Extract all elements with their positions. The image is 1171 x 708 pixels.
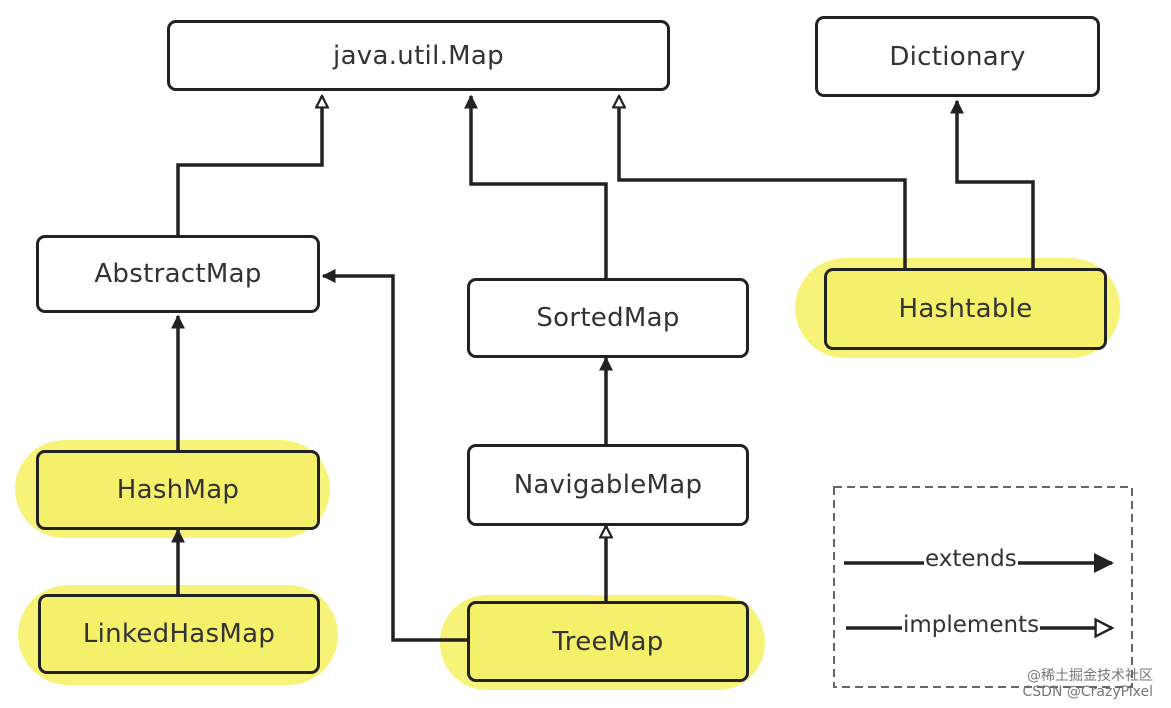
watermark: @稀土掘金技术社区 CSDN @CrazyPixel bbox=[1023, 668, 1154, 700]
legend-box bbox=[833, 486, 1133, 688]
watermark-line1: @稀土掘金技术社区 bbox=[1027, 668, 1153, 684]
map-interface-box: java.util.Map bbox=[167, 20, 670, 91]
hashtable-class-box: Hashtable bbox=[824, 268, 1107, 350]
edge-treemap-extends-abstractmap bbox=[321, 269, 468, 642]
hashmap-class-box: HashMap bbox=[36, 450, 320, 530]
legend-implements-label: implements bbox=[902, 612, 1041, 638]
dictionary-class-box: Dictionary bbox=[815, 16, 1100, 97]
navigablemap-interface-box: NavigableMap bbox=[467, 444, 749, 526]
legend-extends-label: extends bbox=[924, 546, 1018, 572]
treemap-class-box: TreeMap bbox=[467, 601, 749, 682]
sortedmap-interface-box: SortedMap bbox=[467, 278, 749, 358]
linkedhashmap-class-box: LinkedHasMap bbox=[38, 594, 320, 674]
edge-abstractmap-implements-map bbox=[176, 96, 322, 236]
edge-sortedmap-extends-map bbox=[464, 94, 608, 278]
watermark-line2: CSDN @CrazyPixel bbox=[1022, 684, 1154, 700]
abstractmap-class-box: AbstractMap bbox=[36, 235, 320, 313]
edge-hashtable-extends-dictionary bbox=[950, 99, 1035, 268]
edge-hashtable-implements-map bbox=[619, 96, 907, 268]
